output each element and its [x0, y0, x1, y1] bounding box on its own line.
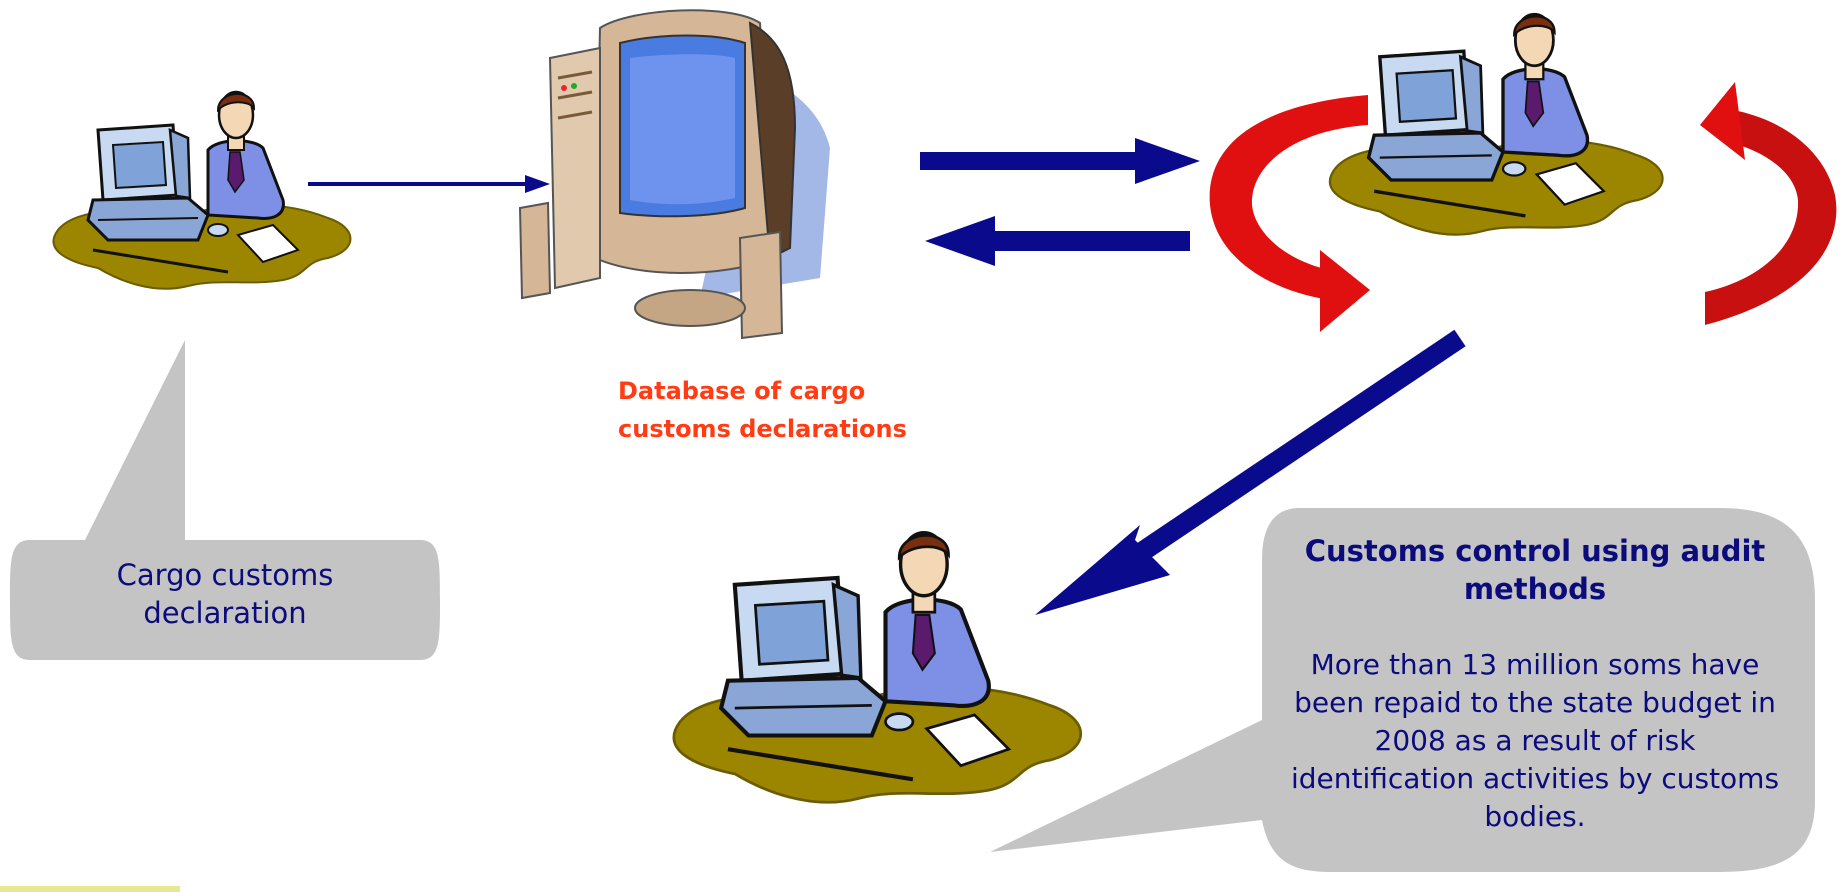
return-to-database-arrow [925, 216, 1190, 266]
audit-control-arrow [1035, 329, 1466, 615]
left-callout [10, 340, 440, 660]
right-callout [990, 508, 1815, 872]
transfer-to-audit-arrow [920, 138, 1200, 184]
clerk-top-right-icon [1328, 12, 1665, 237]
database-label: Database of cargo customs declarations [618, 377, 907, 443]
corner-strip [0, 886, 180, 892]
right-callout-body: More than 13 million soms have been repa… [1290, 648, 1780, 833]
clerk-left-icon [52, 90, 352, 291]
right-callout-title: Customs control using audit methods [1304, 534, 1766, 606]
database-server-icon [518, 8, 832, 340]
clerk-bottom-icon [674, 533, 1081, 803]
cycle-arrows-icon [1209, 82, 1837, 332]
submit-declaration-arrow [308, 175, 550, 193]
left-callout-text: Cargo customs declaration [116, 558, 334, 630]
